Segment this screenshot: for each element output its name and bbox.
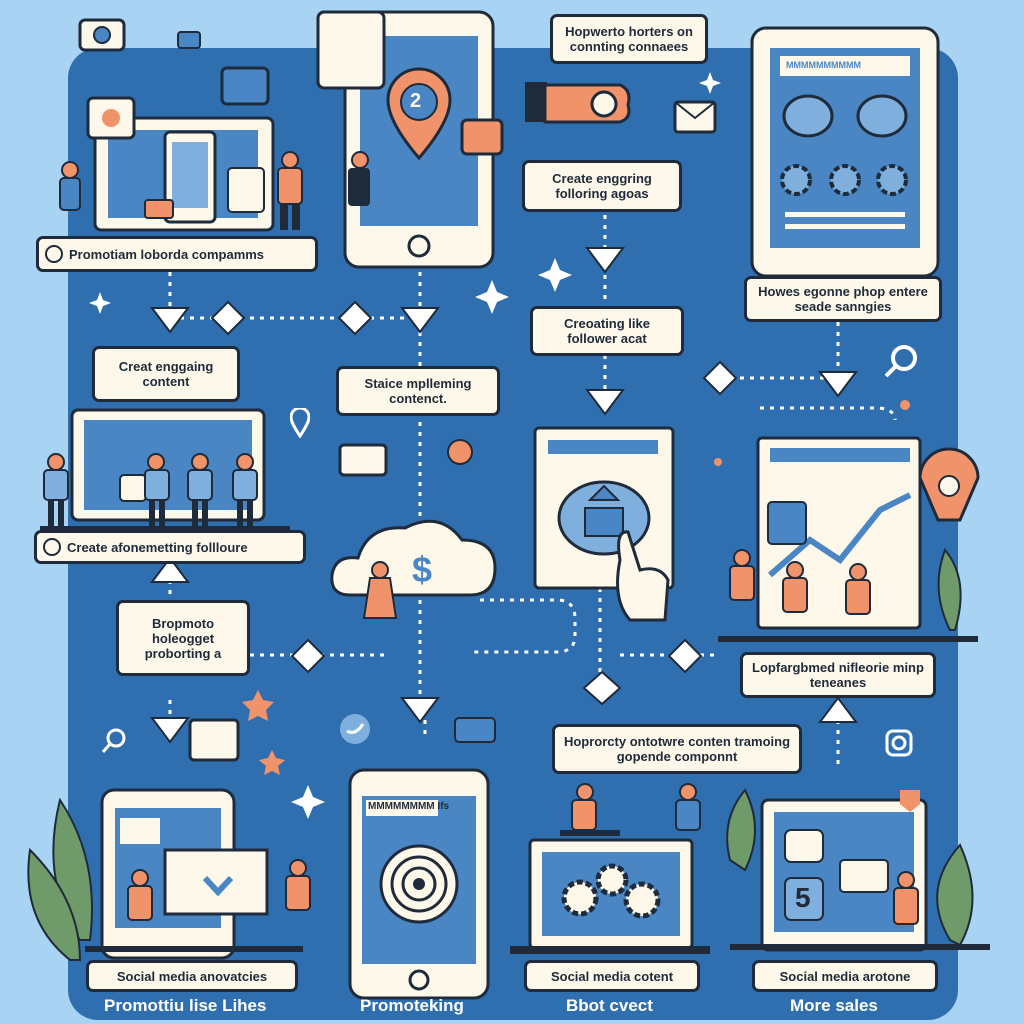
pin-number: 2	[410, 90, 422, 112]
hand-camera	[525, 82, 717, 134]
right-growth-scene	[718, 436, 980, 642]
bottom-phone	[348, 717, 496, 1000]
svg-text:$: $	[412, 549, 432, 590]
search-icon	[882, 342, 922, 382]
circle-icon	[45, 245, 63, 263]
stars	[242, 400, 910, 775]
label-social-mid: Social media cotent	[524, 960, 700, 992]
top-left-screens	[59, 66, 303, 232]
label-create-engaging: Create enggring folloring agoas	[522, 160, 682, 212]
bottom-laptop	[510, 783, 710, 954]
label-social-right: Social media arotone	[752, 960, 938, 992]
center-tablet	[533, 426, 675, 622]
search-icon	[100, 726, 130, 756]
cloud-dollar: $	[330, 439, 497, 619]
flow-connectors	[168, 215, 897, 765]
instagram-icon	[884, 728, 914, 758]
label-creating-like: Creoating like follower acat	[530, 306, 684, 356]
arrowheads	[150, 247, 858, 744]
label-hoprocty: Hoprorcty ontotwre conten tramoing gopen…	[552, 724, 802, 774]
label-followers: Create afonemetting follloure	[34, 530, 306, 564]
bottom-right-scene	[726, 788, 990, 952]
label-promoto: Bropmoto holeogget proborting a	[116, 600, 250, 676]
label-engaging-content: Creat enggaing content	[92, 346, 240, 402]
camera-icon	[78, 14, 128, 52]
top-right-tablet	[750, 26, 940, 278]
badge-number: 5	[795, 882, 811, 913]
tablet-banner-text: MMMMMMMMMM	[786, 60, 861, 70]
phone-banner-text: MMMMMMMM Ifs	[368, 801, 450, 812]
caption-4: More sales	[790, 996, 878, 1015]
map-pin-icon	[289, 406, 311, 439]
caption-3: Bbot cvect	[566, 996, 653, 1015]
label-promotion: Promotiam loborda compamms	[36, 236, 318, 272]
caption-1: Promottiu lise Lihes	[104, 996, 267, 1015]
caption-2: Promoteking	[360, 996, 464, 1015]
label-leplangs: Lopfargbmed nifleorie minp teneanes	[740, 652, 936, 698]
label-howto: Hopwerto horters on connting connaees	[550, 14, 708, 64]
twitter-icon	[338, 712, 372, 746]
label-stake: Staice mplleming contenct.	[336, 366, 500, 416]
left-mid-scene	[40, 408, 290, 532]
label-social-left: Social media anovatcies	[86, 960, 298, 992]
chat-bubble-icon	[176, 30, 202, 52]
circle-icon	[43, 538, 61, 556]
bottom-left-scene	[27, 718, 311, 961]
label-howes: Howes egonne phop entere seade sanngies	[744, 276, 942, 322]
top-phone	[316, 10, 504, 269]
diamonds	[210, 300, 738, 706]
